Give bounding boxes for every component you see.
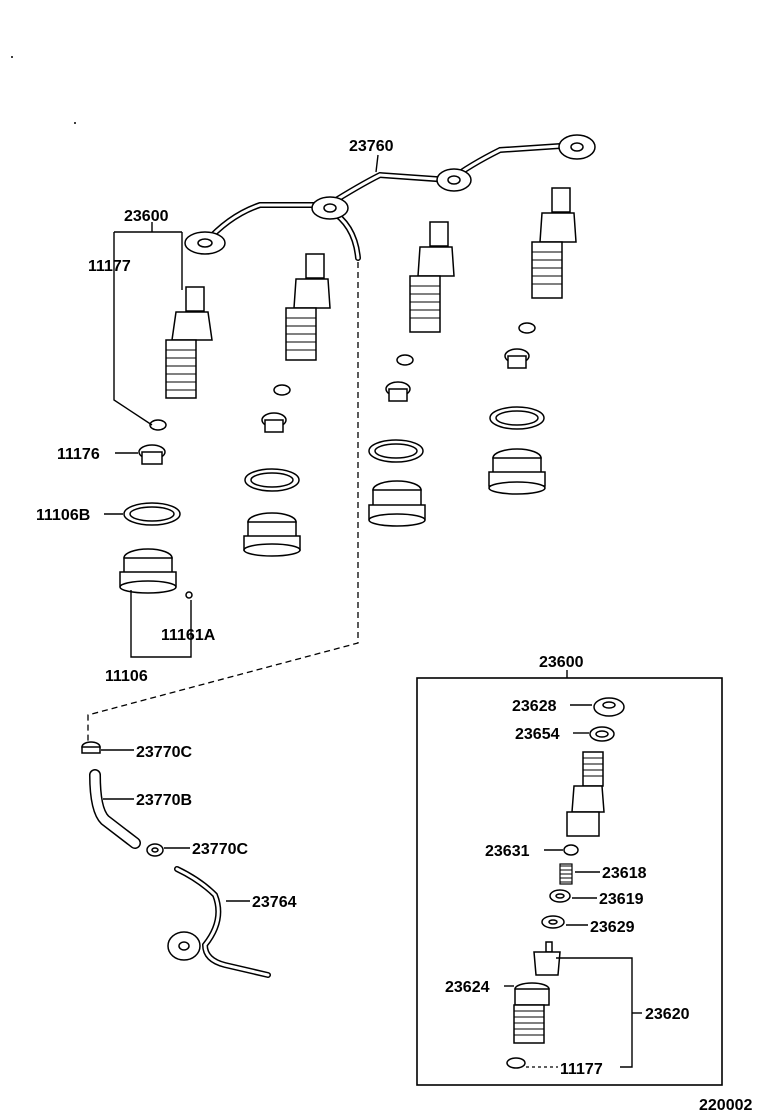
- nozzle-holder-4: [531, 187, 577, 299]
- spring-seat-part: [549, 889, 571, 903]
- seat-holder-cyl3: [385, 381, 411, 402]
- seat-holder-cyl4: [504, 348, 530, 369]
- nozzle-part: [533, 941, 561, 976]
- nozzle-seat-cyl3: [368, 480, 426, 527]
- washer-part: [589, 726, 615, 742]
- label-23624: 23624: [445, 979, 490, 996]
- injection-pipe-set: [184, 134, 596, 261]
- figure-id: 220002: [699, 1097, 752, 1112]
- nozzle-seat-cyl4: [488, 448, 546, 495]
- label-11161a: 11161A: [161, 627, 216, 644]
- gasket-ring-cyl4: [489, 406, 545, 430]
- gasket-cyl3: [396, 354, 414, 366]
- gasket-ring-cyl2: [244, 468, 300, 492]
- label-11177-top: 11177: [88, 258, 131, 275]
- label-23764: 23764: [252, 894, 297, 911]
- holder-upper-part: [566, 751, 605, 837]
- leakage-pipe-part: [167, 866, 271, 978]
- retaining-nut-part: [593, 697, 625, 717]
- pin-small-part: [563, 844, 579, 856]
- label-23760: 23760: [349, 138, 394, 155]
- label-23600-detail: 23600: [539, 654, 584, 671]
- label-23770c-top: 23770C: [136, 744, 192, 761]
- seat-holder-cyl2: [261, 412, 287, 433]
- clamp-bottom-part: [146, 843, 164, 857]
- label-11106: 11106: [105, 668, 148, 685]
- holder-body-part: [513, 982, 550, 1044]
- gasket-cyl2: [273, 384, 291, 396]
- nozzle-holder-2: [285, 253, 331, 361]
- gasket-ring-cyl3: [368, 439, 424, 463]
- label-23619: 23619: [599, 891, 644, 908]
- label-23629: 23629: [590, 919, 635, 936]
- label-23618: 23618: [602, 865, 647, 882]
- label-11176: 11176: [57, 446, 100, 463]
- gasket-1177-cyl1: [149, 419, 167, 431]
- clamp-top-part: [81, 741, 101, 754]
- gasket-lower-part: [506, 1057, 526, 1069]
- hose-part: [89, 769, 141, 849]
- dashed-route-line: [87, 262, 359, 742]
- distance-piece-part: [541, 915, 565, 929]
- label-23631: 23631: [485, 843, 530, 860]
- gasket-cyl4: [518, 322, 536, 334]
- label-23628: 23628: [512, 698, 557, 715]
- label-11177-bottom: 11177: [560, 1061, 603, 1078]
- label-11106b: 11106B: [36, 507, 90, 524]
- label-23654: 23654: [515, 726, 560, 743]
- label-23620: 23620: [645, 1006, 690, 1023]
- gasket-ring-cyl1: [123, 502, 181, 526]
- seat-holder-cyl1: [138, 444, 166, 465]
- label-23770c-bottom: 23770C: [192, 841, 248, 858]
- nozzle-seat-cyl1: [119, 548, 177, 594]
- label-23770b: 23770B: [136, 792, 192, 809]
- nozzle-holder-1: [165, 286, 213, 399]
- nozzle-holder-3: [409, 221, 455, 333]
- spring-part: [559, 863, 573, 885]
- nozzle-seat-cyl2: [243, 512, 301, 557]
- pin-11161a: [185, 591, 193, 599]
- detail-box: [416, 677, 723, 1086]
- label-23600-top: 23600: [124, 208, 169, 225]
